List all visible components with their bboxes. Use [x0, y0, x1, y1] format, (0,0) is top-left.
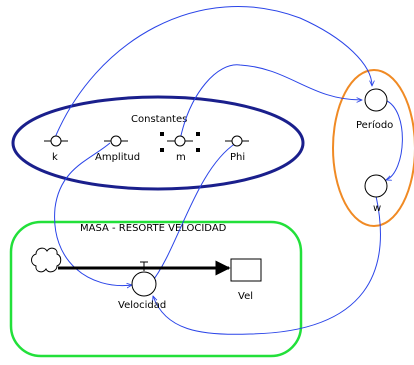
converter-periodo[interactable]: Período: [356, 88, 393, 131]
link-phi-to-velocidad[interactable]: [151, 142, 237, 283]
constant-amplitud[interactable]: Amplitud: [95, 135, 140, 163]
constantes-title: Constantes: [131, 114, 187, 125]
masa-resorte-title: MASA - RESORTE VELOCIDAD: [80, 223, 227, 234]
constant-k-label: k: [52, 152, 58, 163]
masa-resorte-group-border[interactable]: [9, 220, 303, 358]
converter-w-label: w: [373, 203, 381, 214]
link-amplitud-to-velocidad[interactable]: [54, 142, 132, 286]
constant-k[interactable]: k: [44, 135, 68, 163]
constant-phi-label: Phi: [230, 152, 245, 163]
link-periodo-to-w[interactable]: [384, 99, 403, 180]
constantes-group-border[interactable]: [11, 95, 305, 191]
flow-velocidad-valve[interactable]: Velocidad: [118, 261, 166, 311]
stock-vel[interactable]: Vel: [230, 258, 262, 302]
constant-phi[interactable]: Phi: [225, 135, 249, 163]
outputs-group-border[interactable]: [332, 69, 414, 227]
link-k-to-periodo[interactable]: [53, 5, 372, 141]
constant-amplitud-label: Amplitud: [95, 152, 140, 163]
constant-m-label: m: [176, 152, 186, 163]
source-cloud-icon[interactable]: [31, 247, 62, 273]
flow-velocidad-label: Velocidad: [118, 300, 166, 311]
link-w-to-velocidad[interactable]: [153, 195, 381, 335]
link-m-to-periodo[interactable]: [179, 64, 362, 141]
constant-m[interactable]: m: [160, 132, 200, 163]
converter-periodo-label: Período: [356, 119, 393, 131]
stock-vel-label: Vel: [238, 291, 253, 302]
converter-w[interactable]: w: [364, 174, 388, 214]
